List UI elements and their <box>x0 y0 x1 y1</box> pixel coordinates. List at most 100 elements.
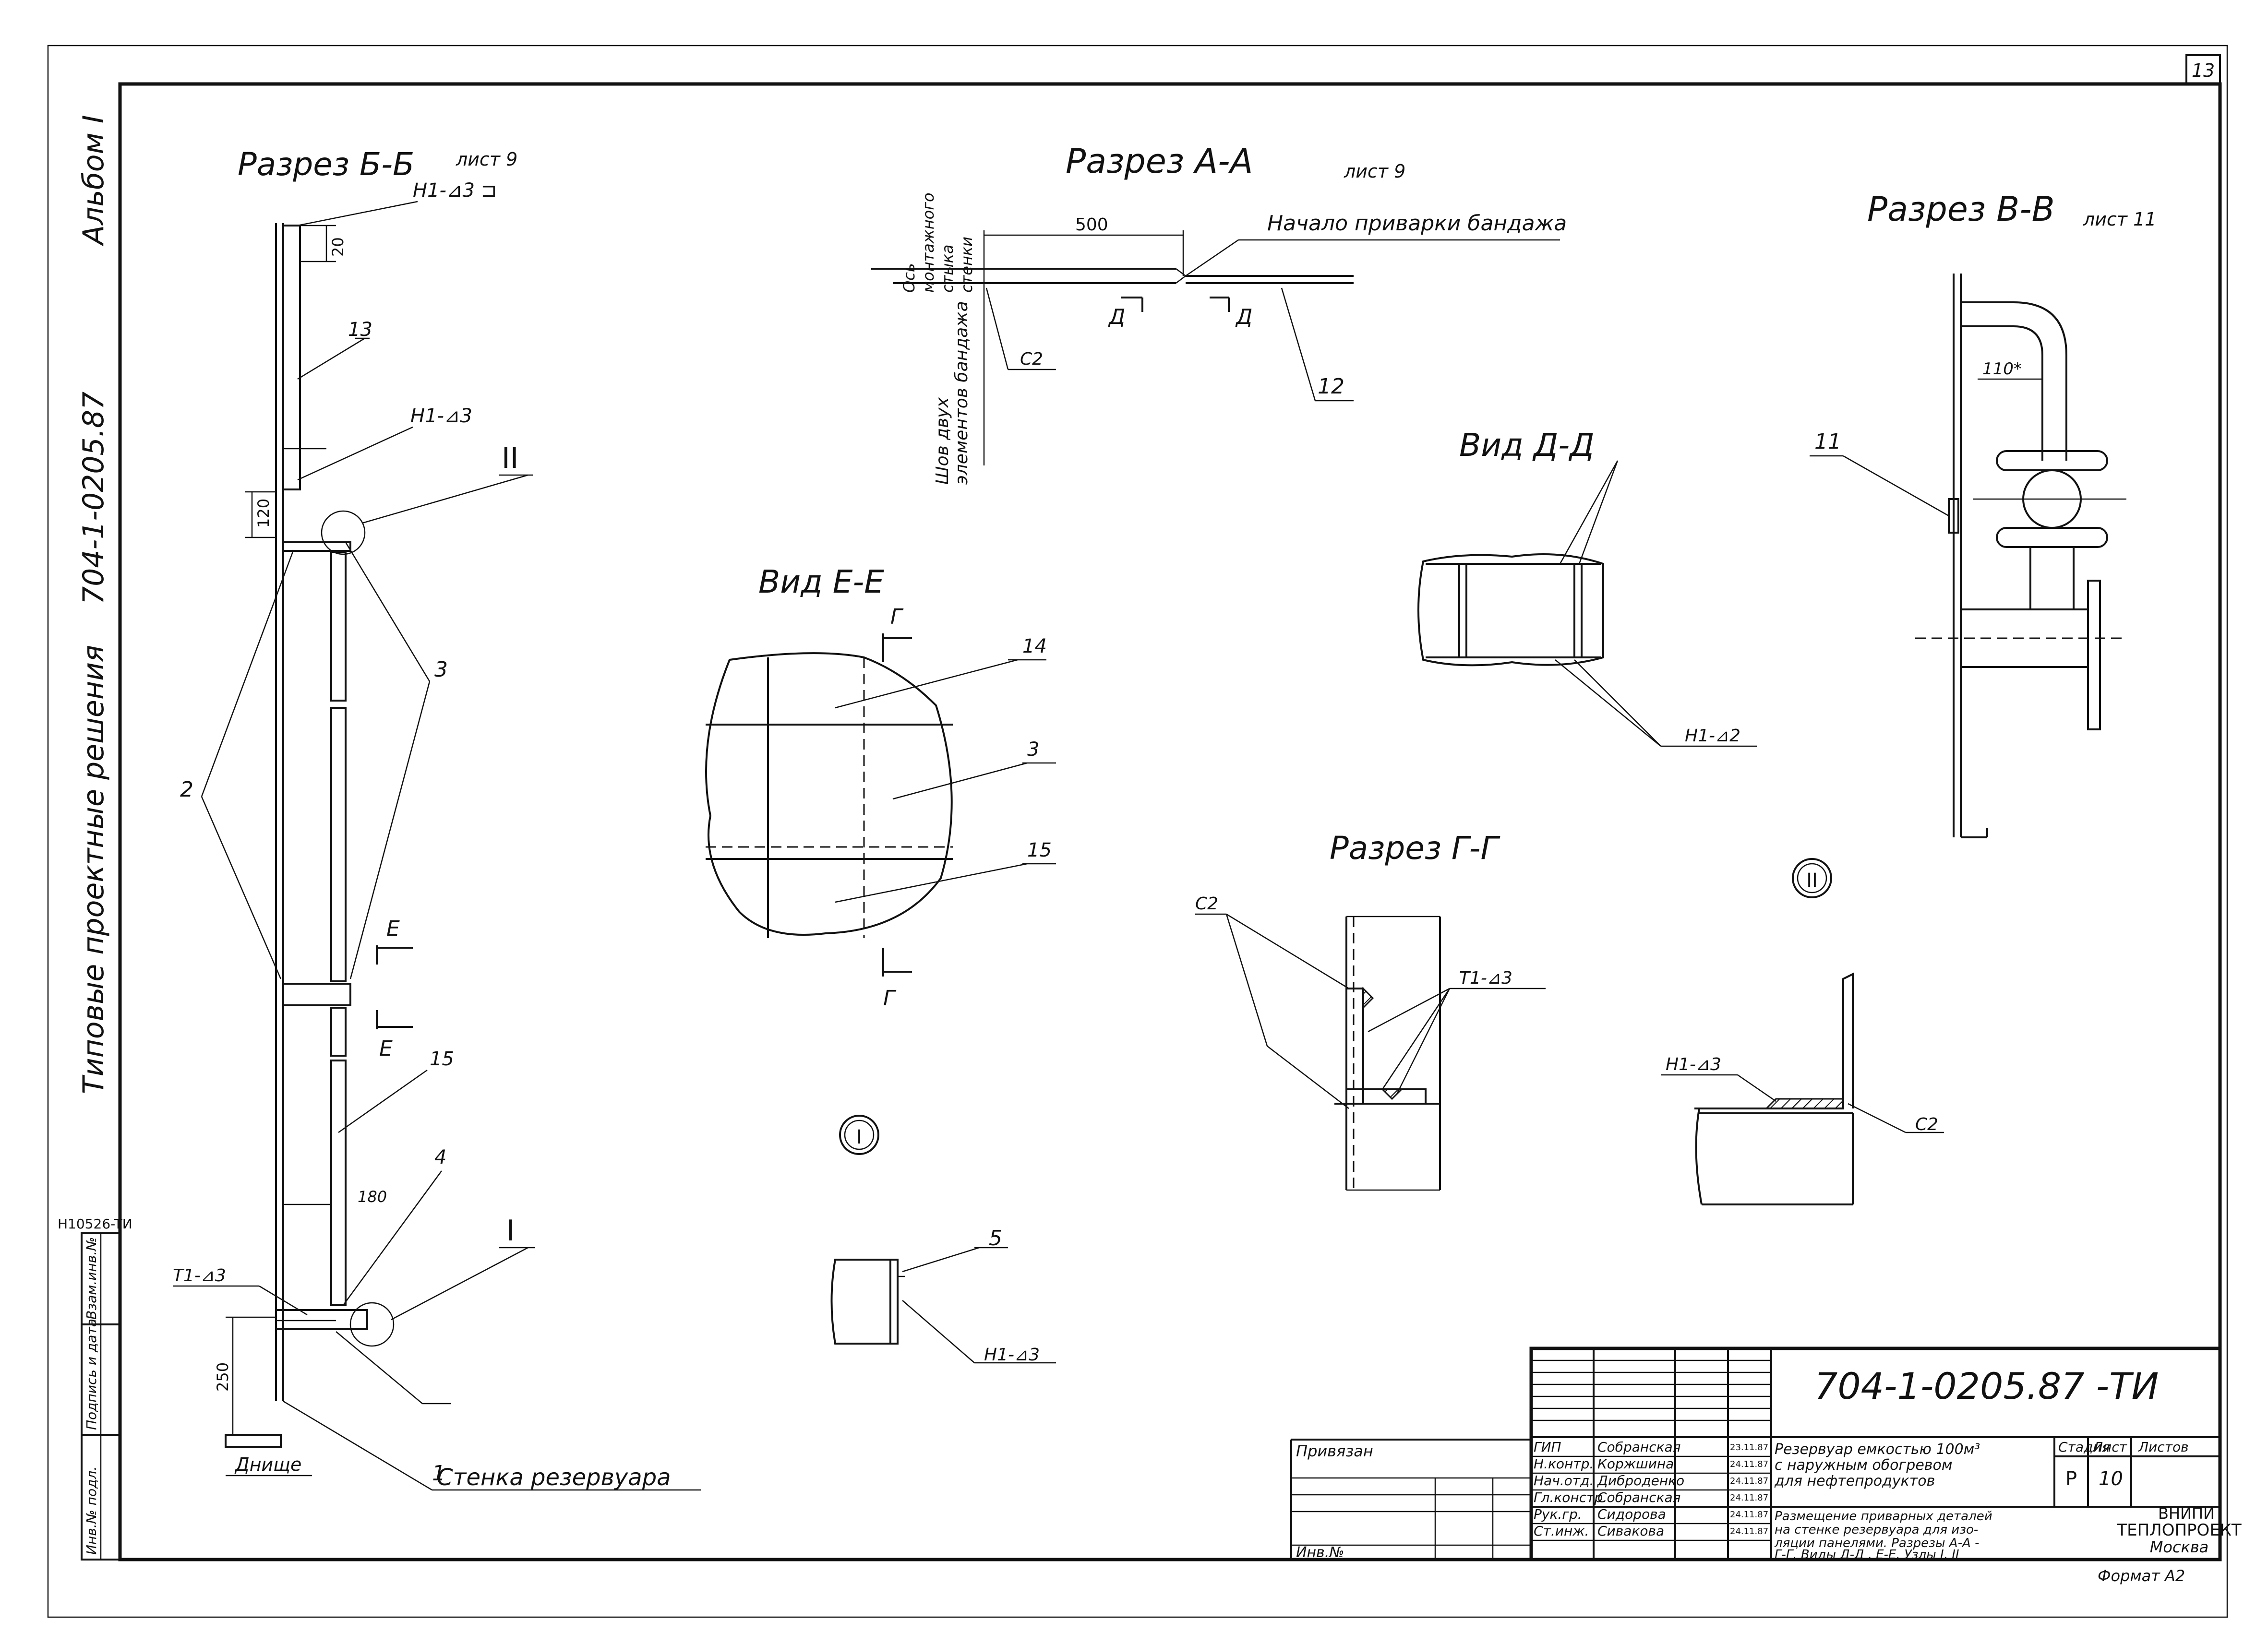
section-gg: Разрез Г-Г C2 T1-⊿3 <box>1195 830 1546 1191</box>
node-1-label: I <box>506 1214 515 1248</box>
gg-rib <box>1345 988 1364 1105</box>
page-number-box <box>2185 54 2221 85</box>
node-2: II H1-⊿3 C2 <box>1661 858 1944 1205</box>
pos-3: 3 <box>434 657 448 682</box>
role-4: Рук.гр. <box>1534 1506 1582 1522</box>
org-line-1: ВНИПИ <box>2158 1504 2215 1523</box>
section-vv-ref: лист 11 <box>2083 209 2156 230</box>
node-1-callout <box>349 1302 395 1347</box>
section-vv-title: Разрез В-В <box>1867 190 2055 229</box>
outer-frame <box>47 45 2228 1618</box>
object-line-2: с наружным обогревом <box>1775 1457 1952 1474</box>
role-0: ГИП <box>1534 1439 1561 1455</box>
role-5: Ст.инж. <box>1534 1523 1589 1539</box>
cut-g-top: Г <box>890 605 904 629</box>
weld-h1-n2: H1-⊿3 <box>1666 1055 1721 1074</box>
wall-label: Стенка резервуара <box>437 1464 671 1491</box>
cut-g-bottom: Г <box>883 986 897 1011</box>
seam-label-2: элементов бандажа <box>952 301 972 485</box>
date-2: 24.11.87 <box>1730 1476 1768 1486</box>
axis-label-2: монтажного <box>919 192 937 293</box>
name-2: Диброденко <box>1596 1473 1684 1489</box>
axis-label-1: Ось <box>900 263 918 293</box>
dim-180: 180 <box>358 1188 387 1206</box>
inv-no-label: Инв.№ <box>1296 1544 1344 1561</box>
album-label: Альбом I <box>77 115 110 247</box>
weld-c2-aa: C2 <box>1020 349 1043 369</box>
ring-support <box>282 983 351 1006</box>
section-gg-title: Разрез Г-Г <box>1330 830 1500 867</box>
part-13 <box>282 225 301 490</box>
ee-panel <box>705 652 953 936</box>
node-1-symbol-label: I <box>856 1126 862 1148</box>
weld-n1: H1-⊿3 <box>984 1345 1040 1365</box>
section-aa: Разрез А-А лист 9 Ось монтажного стыка с… <box>871 142 1567 485</box>
stage-value: Р <box>2065 1468 2077 1490</box>
view-dd-title: Вид Д-Д <box>1459 427 1595 464</box>
seam-label-1: Шов двух <box>933 397 952 485</box>
tank-bottom <box>225 1434 282 1448</box>
pos-14: 14 <box>1022 635 1047 657</box>
title-block: Привязан Инв.№ 704-1-0205.87 -ТИ ГИП Н.к… <box>1290 1346 2242 1562</box>
section-bb-ref: лист 9 <box>456 149 517 170</box>
view-ee-title: Вид Е-Е <box>758 563 884 600</box>
weld-c2-gg: C2 <box>1195 894 1218 914</box>
name-1: Коржшина <box>1597 1456 1674 1472</box>
name-0: Собранская <box>1597 1439 1681 1455</box>
node-2-callout <box>321 510 366 555</box>
content-line-1: Размещение приварных деталей <box>1775 1509 1992 1524</box>
weld-t1-gg: T1-⊿3 <box>1459 968 1512 988</box>
format-label: Формат А2 <box>2098 1567 2185 1585</box>
date-1: 24.11.87 <box>1730 1459 1768 1469</box>
bottom-label: Днище <box>234 1454 301 1475</box>
role-3: Гл.констр. <box>1534 1489 1607 1505</box>
series-label: Типовые проектные решения <box>77 645 110 1094</box>
linked-label: Привязан <box>1296 1442 1373 1460</box>
view-dd: Вид Д-Д H1-⊿2 <box>1417 427 1757 747</box>
pos-12: 12 <box>1318 374 1344 399</box>
section-aa-title: Разрез А-А <box>1066 142 1253 181</box>
node-2-symbol-label: II <box>1806 870 1818 892</box>
side-label-repl: Взам.инв.№ <box>84 1237 99 1320</box>
page-number: 13 <box>2192 60 2215 81</box>
date-5: 24.11.87 <box>1730 1526 1768 1537</box>
dim-500: 500 <box>1075 215 1108 235</box>
weld-dd: H1-⊿2 <box>1685 726 1740 746</box>
part-1 <box>275 1309 368 1330</box>
stage-header: Стадия <box>2058 1439 2110 1455</box>
weld-c2-n2: C2 <box>1915 1115 1938 1134</box>
dim-250: 250 <box>214 1362 232 1392</box>
pos-2: 2 <box>180 777 193 802</box>
dim-110: 110* <box>1982 359 2022 379</box>
cut-d-left: Д <box>1108 305 1125 329</box>
cut-d-right: Д <box>1235 305 1252 329</box>
view-ee: Вид Е-Е Г Г 14 3 15 <box>705 563 1056 1011</box>
dim-20: 20 <box>329 237 347 257</box>
pos-4: 4 <box>434 1146 446 1168</box>
stamp-code: H10526-TИ <box>58 1216 132 1232</box>
node-2-symbol <box>1792 858 1832 898</box>
name-5: Сивакова <box>1597 1523 1664 1539</box>
content-line-3: ляции панелями. Разрезы А-А - <box>1774 1536 1979 1550</box>
node-1-symbol <box>839 1115 879 1155</box>
name-4: Сидорова <box>1597 1506 1666 1522</box>
node-1: I 5 H1-⊿3 <box>830 1115 1056 1365</box>
pos-15-ee: 15 <box>1027 839 1052 861</box>
dd-panel <box>1417 553 1604 667</box>
date-0: 23.11.87 <box>1730 1442 1768 1453</box>
node-2-label: II <box>502 441 518 475</box>
object-line-3: для нефтепродуктов <box>1774 1473 1935 1489</box>
axis-label-4: стенки <box>958 237 976 293</box>
org-line-2: ТЕПЛОПРОЕКТ <box>2116 1521 2242 1540</box>
section-vv: Разрез В-В лист 11 110* 11 <box>1810 190 2156 838</box>
role-1: Н.контр. <box>1534 1456 1594 1472</box>
pos-11: 11 <box>1814 429 1841 454</box>
pos-1: 1 <box>432 1461 445 1486</box>
date-4: 24.11.87 <box>1730 1510 1768 1520</box>
weld-mid: H1-⊿3 <box>410 405 472 427</box>
pos-5: 5 <box>989 1226 1002 1251</box>
sheet-value: 10 <box>2099 1468 2123 1490</box>
dim-120: 120 <box>254 499 273 528</box>
